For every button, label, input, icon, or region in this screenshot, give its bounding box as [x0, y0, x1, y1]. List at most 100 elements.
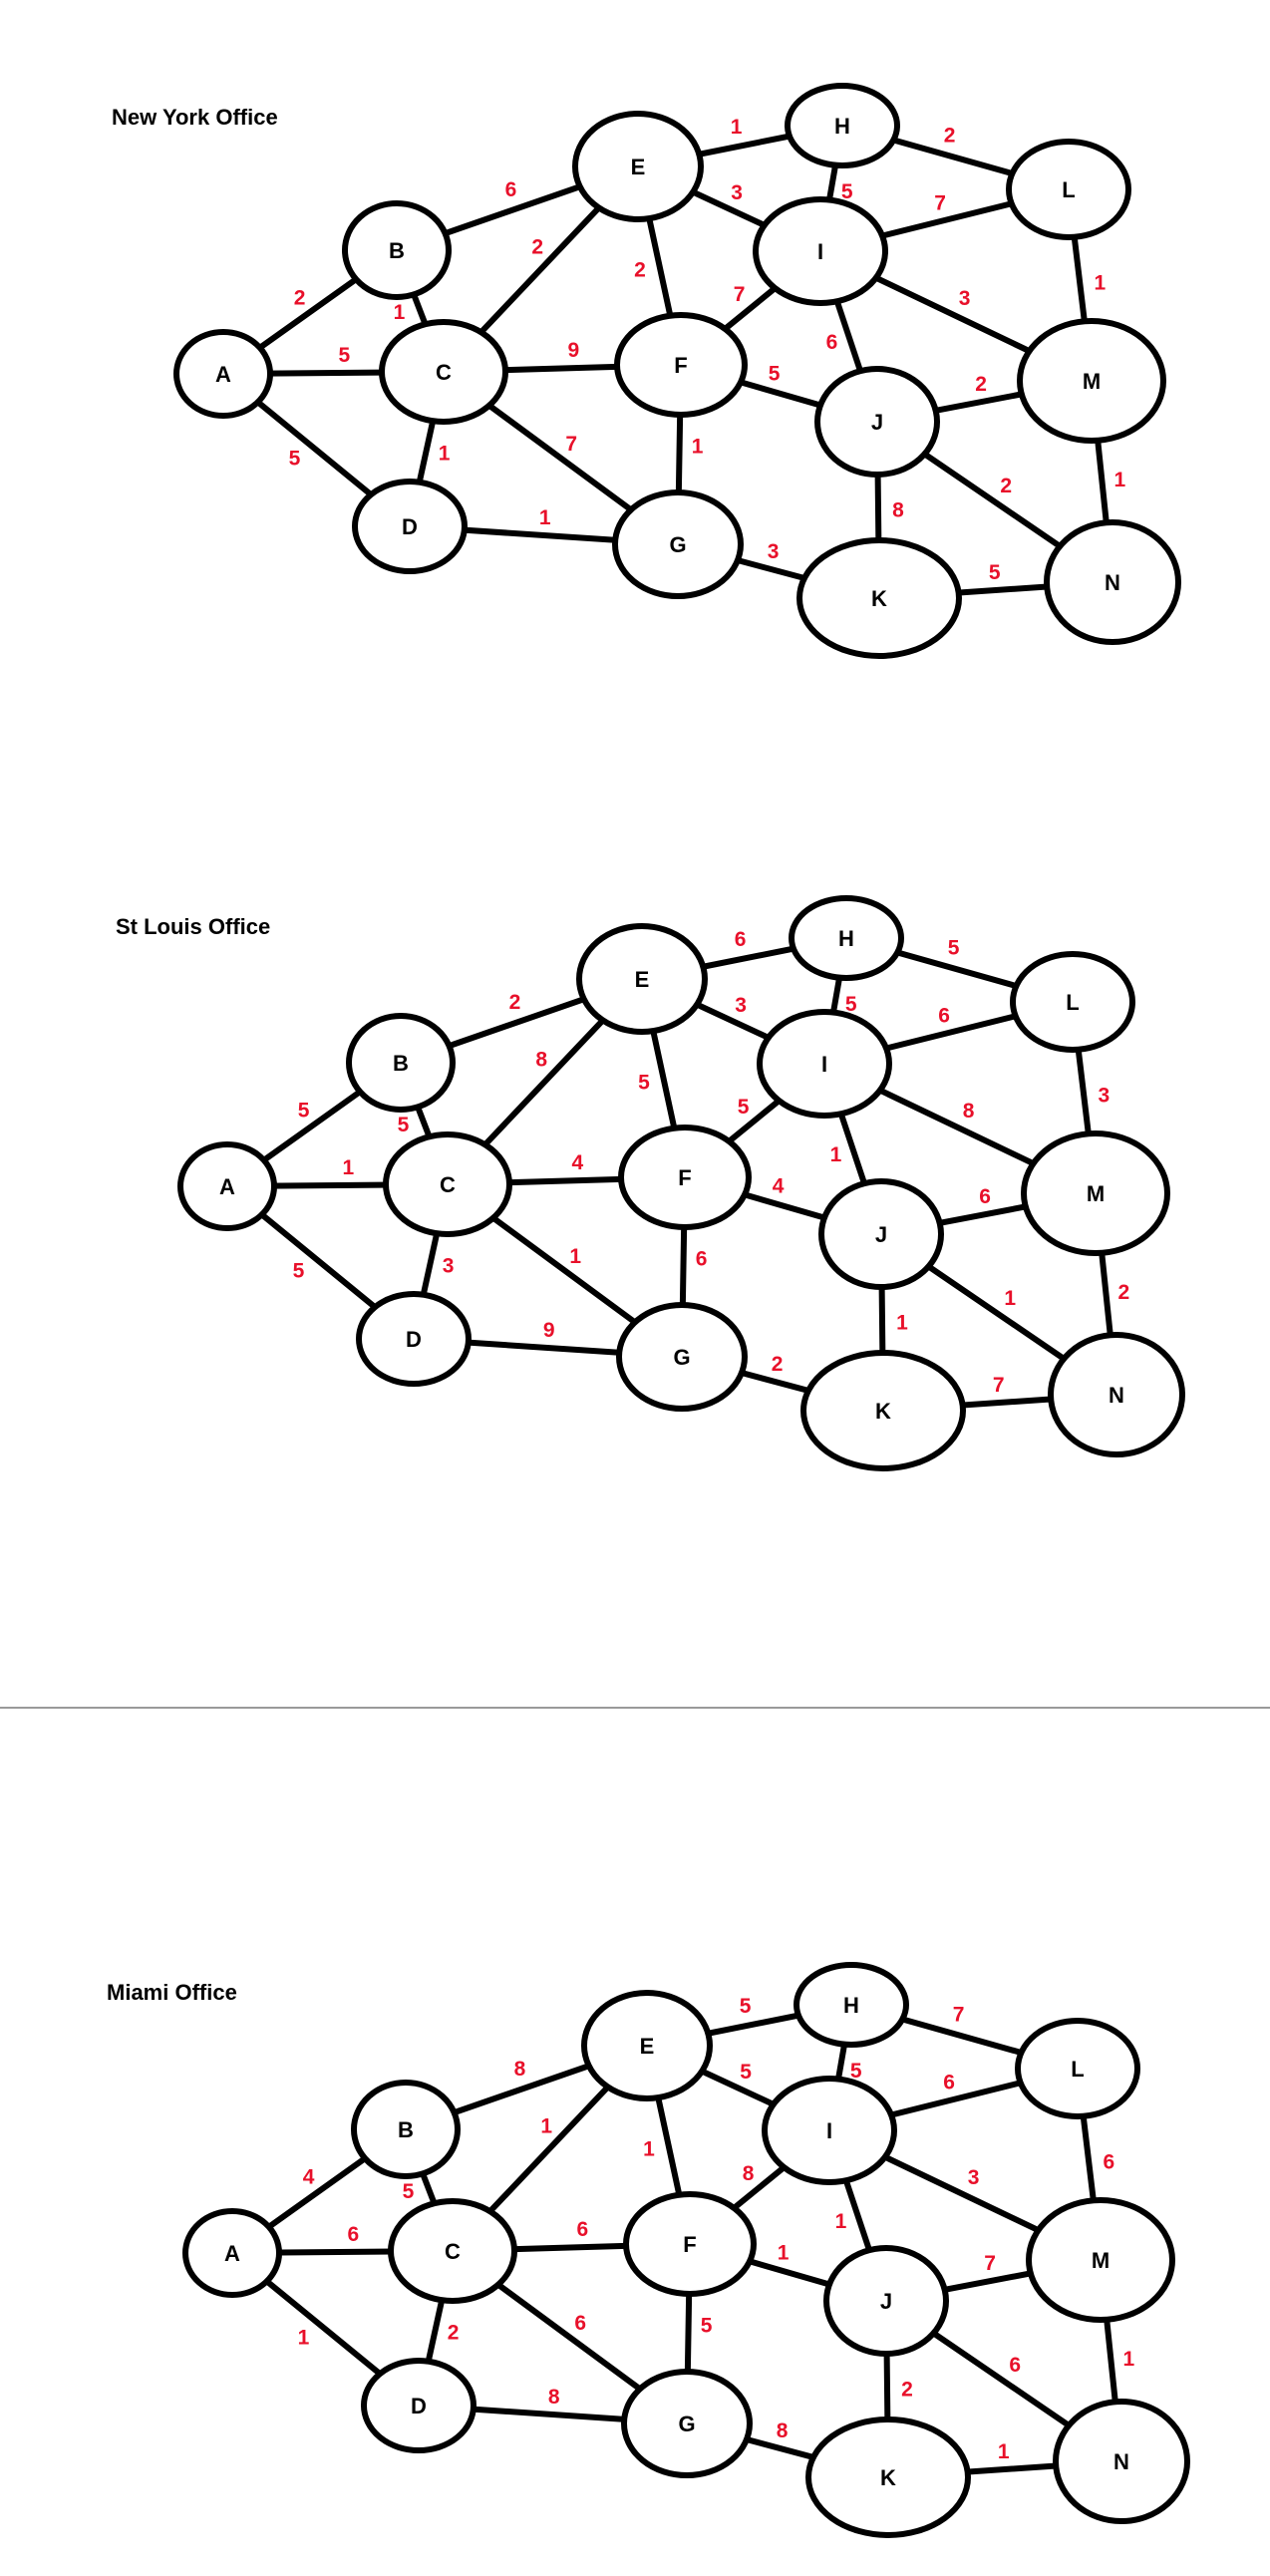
- edge-weight-f-g: 1: [692, 435, 704, 458]
- node-label: F: [674, 353, 687, 378]
- edge-weight-h-l: 2: [944, 125, 956, 148]
- edge-weight-f-j: 5: [769, 362, 781, 385]
- edge-weight-c-e: 2: [531, 235, 543, 258]
- node-f: F: [614, 312, 748, 418]
- node-ellipse: [581, 1990, 713, 2101]
- node-ellipse: [785, 83, 900, 168]
- edge-weight-j-n: 2: [1000, 475, 1012, 497]
- edge-weight-m-n: 1: [1123, 2348, 1135, 2371]
- edge-weight-e-f: 5: [638, 1072, 650, 1095]
- node-k: K: [805, 2416, 971, 2538]
- node-ellipse: [572, 111, 704, 222]
- node-j: J: [814, 366, 940, 478]
- edge-weight-i-m: 3: [959, 287, 971, 310]
- node-ellipse: [352, 479, 468, 574]
- node-ellipse: [576, 923, 708, 1035]
- edge-weight-f-g: 6: [696, 1247, 708, 1270]
- edge-weight-h-l: 5: [948, 937, 960, 960]
- edge-weight-k-n: 1: [998, 2440, 1010, 2463]
- edge-weight-h-i: 5: [845, 993, 857, 1016]
- node-ellipse: [818, 1178, 944, 1290]
- node-ellipse: [1044, 519, 1181, 645]
- node-d: D: [352, 479, 468, 574]
- node-ellipse: [351, 2080, 461, 2179]
- edge-weight-e-h: 6: [735, 928, 747, 951]
- node-label: C: [436, 360, 452, 385]
- node-m: M: [1026, 2197, 1175, 2323]
- edge-weight-a-c: 1: [343, 1156, 355, 1179]
- edge-weight-l-m: 6: [1104, 2151, 1115, 2174]
- node-b: B: [346, 1013, 456, 1113]
- edge-weight-i-l: 6: [943, 2072, 955, 2094]
- edge-weight-j-k: 2: [901, 2378, 913, 2401]
- node-label: C: [445, 2239, 461, 2264]
- edge-weight-f-j: 1: [778, 2241, 790, 2264]
- edge-weight-i-m: 3: [968, 2166, 980, 2189]
- node-i: I: [757, 1009, 892, 1119]
- edge-weight-c-f: 9: [568, 339, 580, 362]
- node-ellipse: [614, 312, 748, 418]
- node-b: B: [342, 200, 452, 300]
- graph-title: Miami Office: [107, 1980, 237, 2005]
- node-ellipse: [177, 1141, 277, 1231]
- node-h: H: [789, 895, 904, 981]
- node-label: A: [215, 362, 231, 387]
- node-label: A: [219, 1174, 235, 1199]
- edge-weight-b-e: 8: [514, 2058, 526, 2081]
- node-n: N: [1044, 519, 1181, 645]
- edge-weight-e-i: 3: [731, 181, 743, 204]
- node-ellipse: [762, 2076, 897, 2185]
- edge-weight-a-d: 5: [293, 1259, 305, 1282]
- node-e: E: [572, 111, 704, 222]
- node-ellipse: [1017, 318, 1166, 444]
- edge-weight-e-h: 5: [740, 1995, 752, 2018]
- node-label: E: [640, 2034, 655, 2059]
- node-l: L: [1006, 139, 1131, 240]
- node-ellipse: [796, 537, 962, 659]
- edge-weight-e-i: 5: [740, 2061, 752, 2084]
- edge-weight-i-m: 8: [963, 1100, 975, 1123]
- edge-weight-i-j: 6: [826, 331, 838, 354]
- node-i: I: [753, 196, 888, 306]
- node-a: A: [182, 2208, 282, 2298]
- node-label: L: [1062, 177, 1075, 202]
- node-g: G: [616, 1302, 748, 1412]
- edge-weight-c-e: 1: [540, 2114, 552, 2137]
- edge-weight-j-m: 6: [979, 1185, 991, 1208]
- node-l: L: [1010, 951, 1135, 1053]
- node-d: D: [356, 1291, 472, 1387]
- edge-weight-e-f: 1: [643, 2138, 655, 2161]
- node-label: J: [875, 1222, 887, 1247]
- node-k: K: [800, 1350, 966, 1471]
- edge-weight-c-d: 2: [448, 2321, 460, 2344]
- graph-miami-office: Miami Office4615821668155581857613726611…: [107, 1962, 1190, 2538]
- node-label: G: [669, 532, 686, 557]
- edge-weight-c-e: 8: [535, 1048, 547, 1071]
- edge-weight-i-l: 7: [934, 192, 946, 215]
- node-ellipse: [173, 329, 273, 419]
- node-ellipse: [1015, 2018, 1140, 2119]
- node-label: I: [817, 239, 823, 264]
- node-label: D: [411, 2394, 427, 2418]
- edge-weight-c-g: 7: [565, 433, 577, 456]
- node-label: F: [678, 1165, 691, 1190]
- edge-weight-i-j: 1: [835, 2210, 847, 2233]
- node-ellipse: [342, 200, 452, 300]
- node-ellipse: [616, 1302, 748, 1412]
- node-label: L: [1066, 990, 1079, 1015]
- node-label: I: [826, 2118, 832, 2143]
- edge-weight-l-m: 1: [1095, 272, 1107, 295]
- node-c: C: [388, 2198, 517, 2304]
- edge-weight-c-f: 6: [577, 2218, 589, 2241]
- node-ellipse: [383, 1131, 512, 1237]
- node-c: C: [379, 319, 508, 425]
- node-g: G: [621, 2369, 753, 2478]
- node-b: B: [351, 2080, 461, 2179]
- node-label: K: [880, 2465, 896, 2490]
- edge-weight-b-c: 5: [403, 2180, 415, 2203]
- edge-weight-h-i: 5: [841, 180, 853, 203]
- graph-title: New York Office: [112, 105, 278, 130]
- edge-weight-g-k: 3: [768, 540, 780, 563]
- edge-weight-h-i: 5: [850, 2060, 862, 2083]
